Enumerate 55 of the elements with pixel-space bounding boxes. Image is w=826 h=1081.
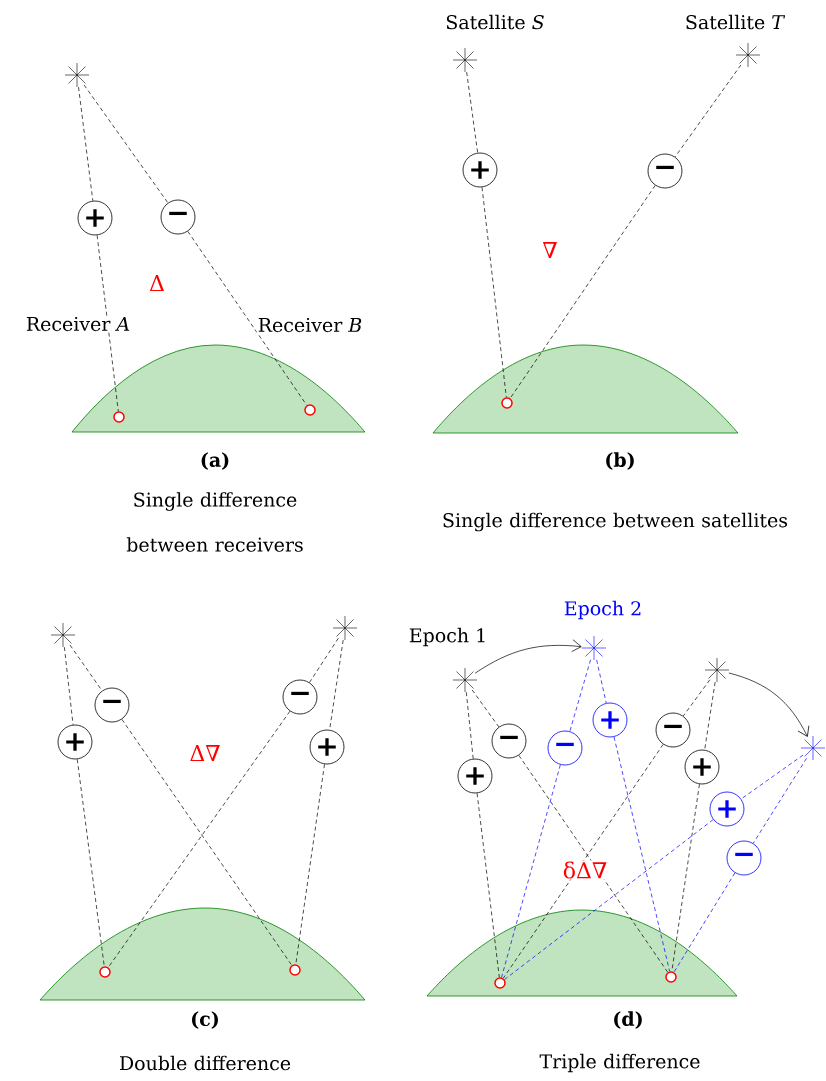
sight-line (682, 679, 711, 717)
sight-line (187, 231, 308, 406)
sight-line (740, 754, 804, 800)
motion-arrow (474, 639, 582, 674)
receiver-label: Receiver A (24, 315, 132, 333)
sight-line (569, 659, 591, 732)
panel-tag: (d) (614, 1011, 642, 1029)
star-symbol (800, 735, 826, 761)
sight-line (674, 64, 742, 158)
sight-line (466, 71, 478, 154)
sight-line (502, 744, 664, 979)
satellite-label: Satellite S (444, 13, 546, 31)
difference-symbol: ∇ (541, 241, 559, 260)
sight-line (465, 691, 474, 760)
sight-line (518, 755, 669, 973)
star-symbol (50, 622, 76, 648)
star-symbol (581, 635, 607, 661)
panel-caption: Triple difference (539, 1053, 700, 1073)
sight-line (476, 792, 500, 978)
receiver-label: Receiver B (256, 316, 364, 334)
sight-line (83, 84, 169, 204)
star-symbol (735, 42, 761, 68)
star-symbol (64, 62, 90, 88)
sight-line (504, 819, 714, 980)
sight-line (96, 234, 119, 412)
star-symbol (704, 657, 730, 683)
sight-line (752, 758, 807, 844)
satellite-label: Satellite T (683, 13, 787, 31)
star-symbol (452, 47, 478, 73)
sight-line (613, 736, 670, 972)
panel-caption: Single difference between receivers (126, 492, 303, 552)
sight-line (64, 646, 74, 726)
panel-caption: Double difference (119, 1055, 291, 1071)
difference-symbol: Δ∇ (188, 744, 222, 762)
sight-line (509, 185, 656, 399)
satellite-label: Epoch 2 (562, 599, 644, 621)
sight-line (501, 764, 561, 978)
sight-line (471, 689, 500, 728)
sight-line (78, 86, 94, 202)
sight-line (704, 681, 716, 751)
sight-line (671, 783, 700, 972)
panel-tag: (a) (201, 452, 229, 470)
satellite-label: Epoch 1 (407, 626, 489, 648)
panel-tag: (c) (192, 1011, 218, 1029)
panel-tag: (b) (606, 452, 634, 470)
panel-caption: Single difference between satellites (443, 512, 788, 532)
motion-arrow (728, 672, 810, 737)
sight-line (76, 758, 105, 967)
difference-symbol: Δ (148, 274, 166, 292)
sight-line (673, 872, 736, 973)
star-symbol (332, 615, 358, 641)
star-symbol (452, 667, 478, 693)
sight-line (309, 637, 339, 683)
sight-line (596, 659, 607, 704)
sight-line (481, 186, 507, 398)
